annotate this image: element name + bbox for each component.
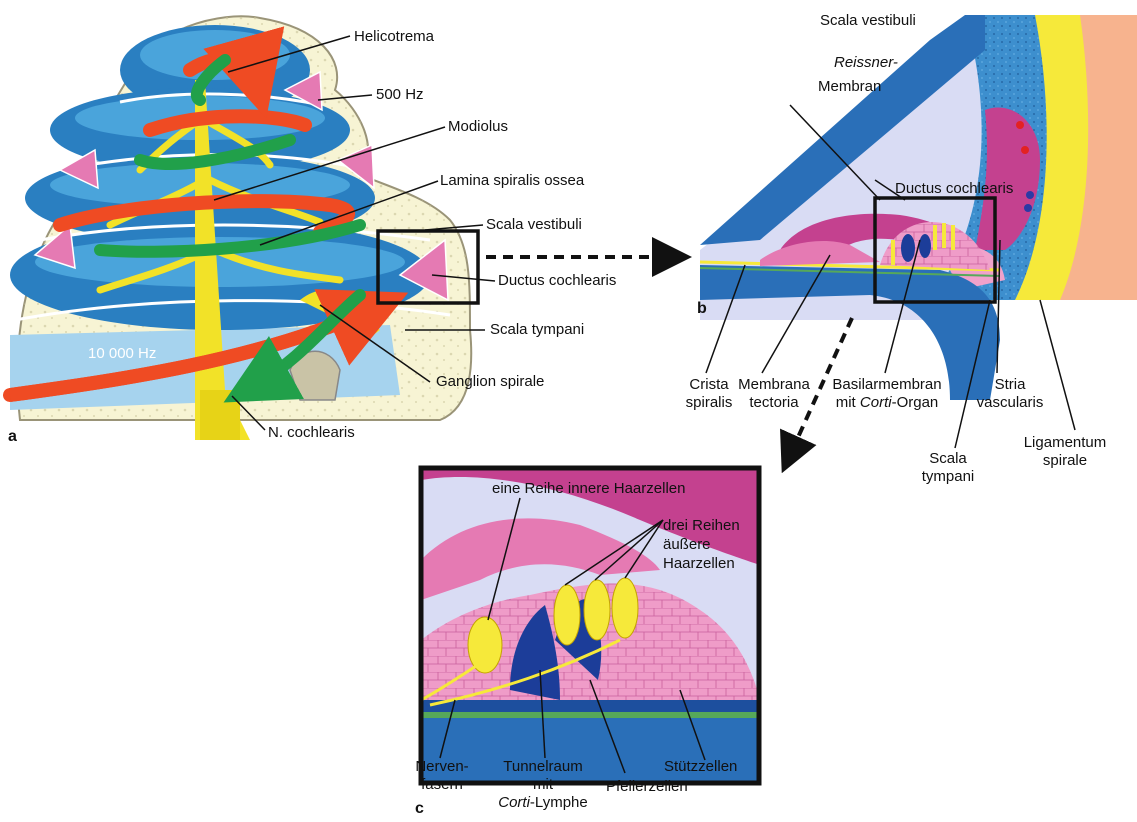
label-membrana-line2: tectoria	[724, 394, 824, 412]
label-scala-vestibuli-b: Scala vestibuli	[820, 12, 916, 30]
label-scala-t-line1: Scala	[908, 450, 988, 468]
label-ganglion: Ganglion spirale	[436, 373, 544, 391]
label-membrana-tectoria: Membrana tectoria	[724, 376, 824, 412]
label-stria-line1: Stria	[965, 376, 1055, 394]
label-scala-t-line2: tympani	[908, 468, 988, 486]
label-pfeilerzellen: Pfeilerzellen	[606, 778, 688, 796]
label-basilar-line2: mit Corti-Organ	[812, 394, 962, 412]
label-basilar-line1: Basilarmembran	[812, 376, 962, 394]
label-aeussere-haarzellen: drei Reihen äußere Haarzellen	[663, 516, 740, 573]
label-aeussere-line1: drei Reihen	[663, 516, 740, 535]
label-tunnelraum: Tunnelraum mit Corti-Lymphe	[488, 758, 598, 812]
label-scala-tympani-b: Scala tympani	[908, 450, 988, 486]
label-nervenfasern: Nerven- fasern	[404, 758, 480, 794]
label-membrana-line1: Membrana	[724, 376, 824, 394]
label-aeussere-line2: äußere	[663, 535, 740, 554]
label-basilar-mit: mit	[836, 394, 860, 411]
label-tunnel-line1: Tunnelraum	[488, 758, 598, 776]
label-reissner-italic: Reissner-	[834, 54, 898, 72]
label-500hz: 500 Hz	[376, 86, 424, 104]
label-reissner-membran: Membran	[818, 78, 881, 96]
label-tunnel-line3: Corti-Lymphe	[488, 794, 598, 812]
label-10000hz: 10 000 Hz	[88, 345, 156, 363]
panel-a-cochlea-section	[10, 16, 495, 440]
label-basilarmembran: Basilarmembran mit Corti-Organ	[812, 376, 962, 412]
label-tunnel-corti: Corti	[498, 794, 530, 811]
label-ductus-b: Ductus cochlearis	[895, 180, 1013, 198]
label-n-cochlearis: N. cochlearis	[268, 424, 355, 442]
label-basilar-corti: Corti	[860, 394, 892, 411]
label-lamina-spiralis: Lamina spiralis ossea	[440, 172, 584, 190]
panel-letter-a: a	[8, 428, 17, 446]
panel-letter-c: c	[415, 800, 424, 818]
outer-hair-cell-3	[612, 578, 638, 638]
label-lig-line2: spirale	[1010, 452, 1120, 470]
label-stria-vascularis: Stria vascularis	[965, 376, 1055, 412]
outer-hair-cell-1	[554, 585, 580, 645]
label-nerven-line1: Nerven-	[404, 758, 480, 776]
label-tunnel-line2: mit	[488, 776, 598, 794]
label-stria-line2: vascularis	[965, 394, 1055, 412]
label-helicotrema: Helicotrema	[354, 28, 434, 46]
panel-letter-b: b	[697, 300, 707, 318]
label-modiolus: Modiolus	[448, 118, 508, 136]
outer-hair-cell-2	[584, 580, 610, 640]
label-aeussere-line3: Haarzellen	[663, 554, 740, 573]
label-ligamentum-spirale: Ligamentum spirale	[1010, 434, 1120, 470]
label-ductus-a: Ductus cochlearis	[498, 272, 616, 290]
label-stuetzzellen: Stützzellen	[664, 758, 737, 776]
label-lig-line1: Ligamentum	[1010, 434, 1120, 452]
label-tunnel-lymphe: -Lymphe	[530, 794, 588, 811]
label-innere-haarzellen: eine Reihe innere Haarzellen	[492, 480, 685, 498]
label-basilar-organ: -Organ	[892, 394, 939, 411]
label-scala-vestibuli-a: Scala vestibuli	[486, 216, 582, 234]
label-scala-tympani-a: Scala tympani	[490, 321, 584, 339]
label-nerven-line2: fasern	[404, 776, 480, 794]
